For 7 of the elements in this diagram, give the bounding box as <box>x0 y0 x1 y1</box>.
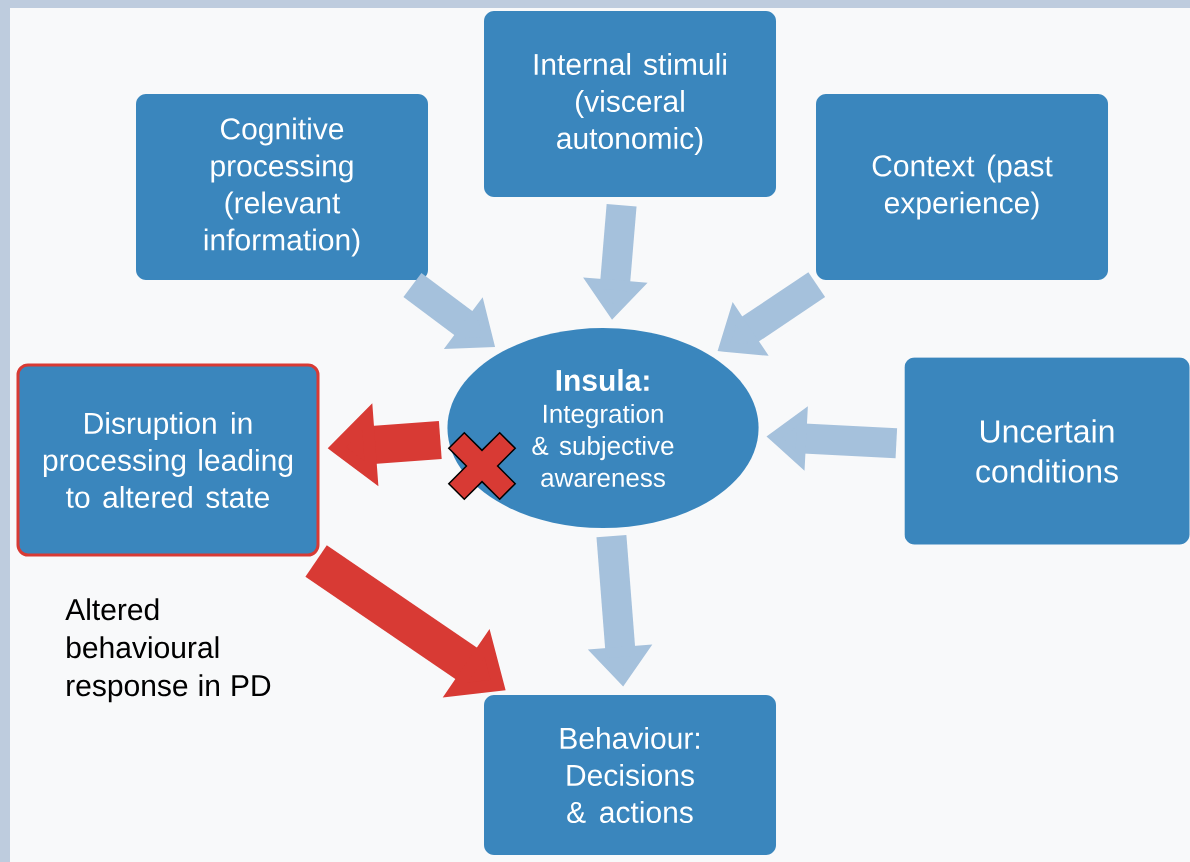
process-box: Uncertain conditions <box>904 357 1190 545</box>
process-box: Cognitive processing (relevant information) <box>136 94 428 280</box>
process-box: Behaviour: Decisions & actions <box>484 695 776 855</box>
process-box: Internal stimuli (visceral autonomic) <box>484 11 776 197</box>
process-box: Context (past experience) <box>816 94 1108 280</box>
edge-label: Altered behavioural response in PD <box>65 598 271 703</box>
process-box: Disruption in processing leading to altered state <box>16 363 320 557</box>
